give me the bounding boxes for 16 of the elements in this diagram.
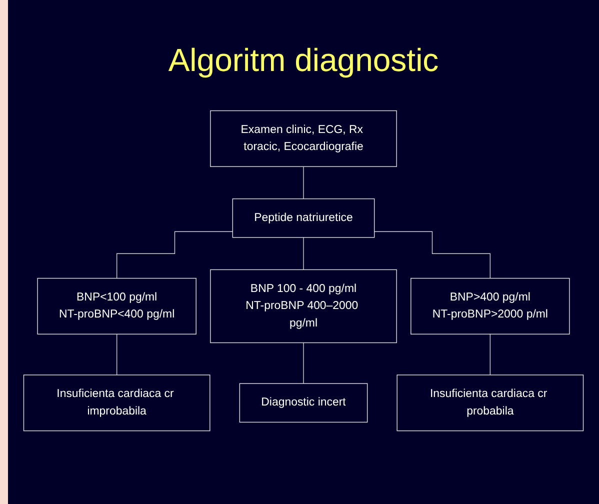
node-box: Insuficienta cardiaca cr probabila <box>396 374 584 432</box>
node-box: Insuficienta cardiaca cr improbabila <box>23 374 210 432</box>
connector <box>303 342 304 384</box>
node-box: Examen clinic, ECG, Rx toracic, Ecocardiografie <box>210 110 397 167</box>
connector <box>374 231 491 279</box>
diagram-title: Algoritm diagnostic <box>167 42 440 79</box>
connector <box>116 334 118 376</box>
node-box: BNP 100 - 400 pg/ml NT-proBNP 400–2000 pg/ml <box>210 269 397 344</box>
node-box: Diagnostic incert <box>239 383 368 423</box>
connector <box>490 334 491 376</box>
node-box: BNP<100 pg/ml NT-proBNP<400 pg/ml <box>37 278 196 334</box>
node-box: BNP>400 pg/ml NT-proBNP>2000 p/ml <box>410 278 570 334</box>
connector <box>116 231 234 279</box>
connector <box>303 166 304 200</box>
connector <box>303 237 304 270</box>
node-box: Peptide natriuretice <box>232 198 375 238</box>
